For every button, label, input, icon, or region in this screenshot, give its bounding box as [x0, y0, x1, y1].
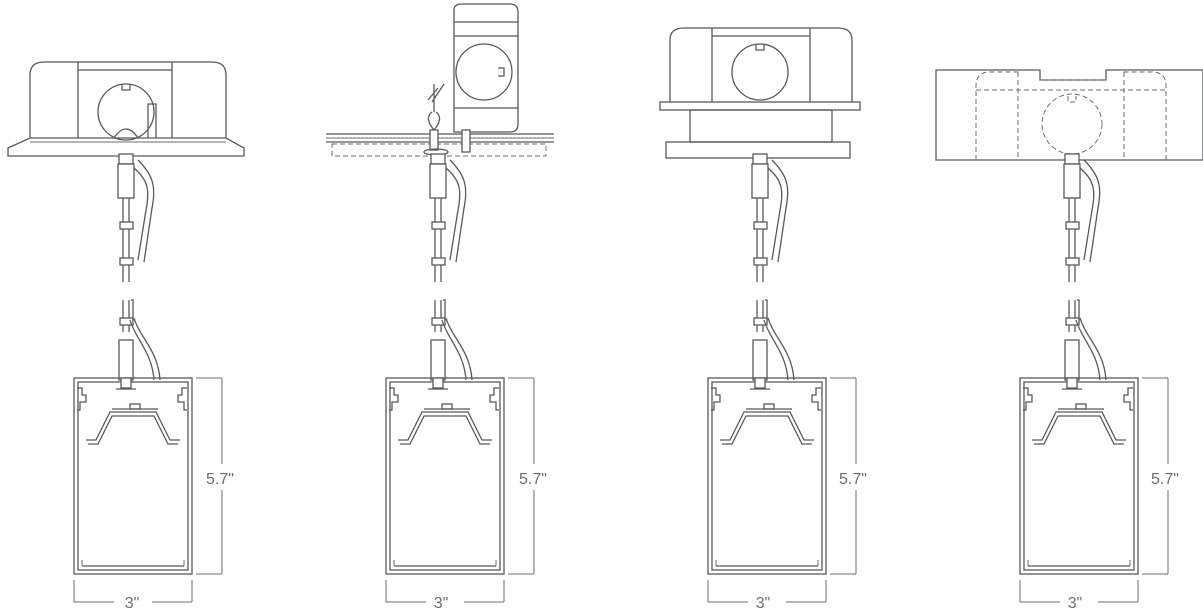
width-label: 3" [1068, 595, 1083, 610]
height-label: 5.7" [1151, 471, 1179, 488]
height-label: 5.7" [839, 471, 867, 488]
width-label: 3" [756, 595, 771, 610]
figure-flush-mount: 5.7" 3" [659, 27, 867, 610]
width-label: 3" [434, 595, 449, 610]
figure-box-mount: 5.7" 3" [7, 61, 245, 610]
width-label: 3" [125, 595, 140, 610]
height-label: 5.7" [519, 471, 547, 488]
height-label: 5.7" [206, 471, 234, 488]
figure-recessed-mount: 5.7" 3" [935, 69, 1203, 610]
figure-tbar-mount: 5.7" 3" [326, 3, 554, 610]
